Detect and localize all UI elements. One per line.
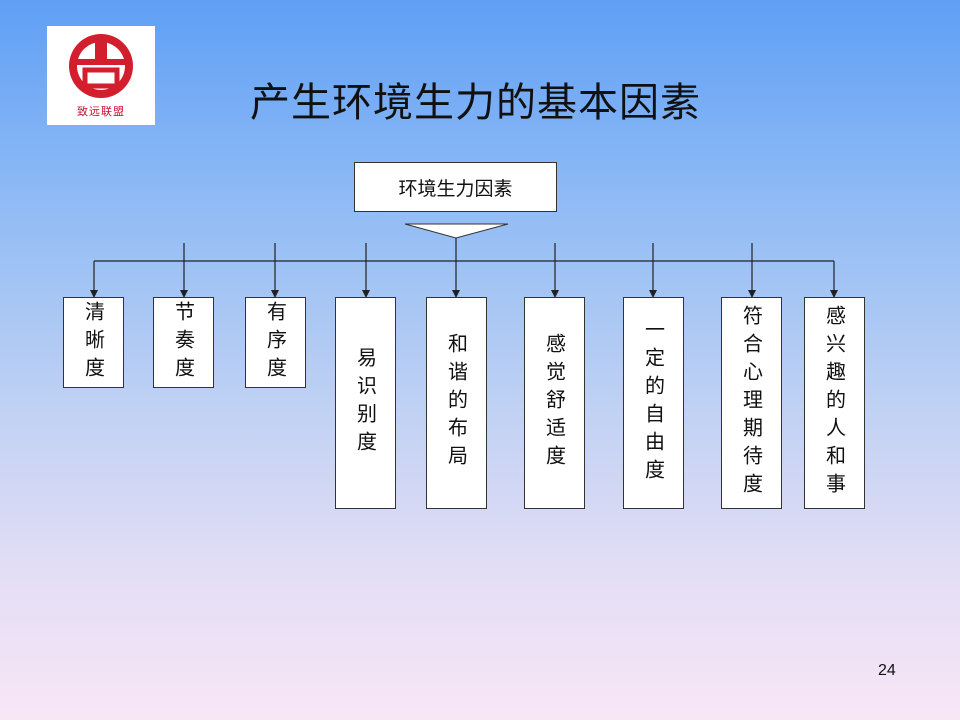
factor-label: 清晰度	[81, 300, 106, 385]
factor-label: 感觉舒适度	[542, 333, 567, 473]
root-box: 环境生力因素	[354, 162, 557, 212]
factor-label: 节奏度	[171, 300, 196, 385]
factor-label: 符合心理期待度	[739, 305, 764, 501]
factor-label: 和谐的布局	[444, 333, 469, 473]
factor-box: 感觉舒适度	[524, 297, 585, 509]
root-down-arrow	[404, 223, 509, 239]
factor-box: 感兴趣的人和事	[804, 297, 865, 509]
logo-emblem-icon	[69, 34, 133, 98]
factor-box: 易识别度	[335, 297, 396, 509]
page-title: 产生环境生力的基本因素	[250, 80, 701, 126]
logo-text: 致远联盟	[77, 105, 125, 118]
factor-box: 清晰度	[63, 297, 124, 388]
factor-label: 感兴趣的人和事	[822, 305, 847, 501]
factor-box: 一定的自由度	[623, 297, 684, 509]
factor-label: 有序度	[263, 300, 288, 385]
factor-box: 节奏度	[153, 297, 214, 388]
factor-box: 和谐的布局	[426, 297, 487, 509]
factor-label: 易识别度	[353, 347, 378, 459]
factor-box: 符合心理期待度	[721, 297, 782, 509]
page-number: 24	[878, 662, 896, 679]
factor-label: 一定的自由度	[641, 319, 666, 487]
logo: 致远联盟	[47, 26, 155, 125]
factor-box: 有序度	[245, 297, 306, 388]
